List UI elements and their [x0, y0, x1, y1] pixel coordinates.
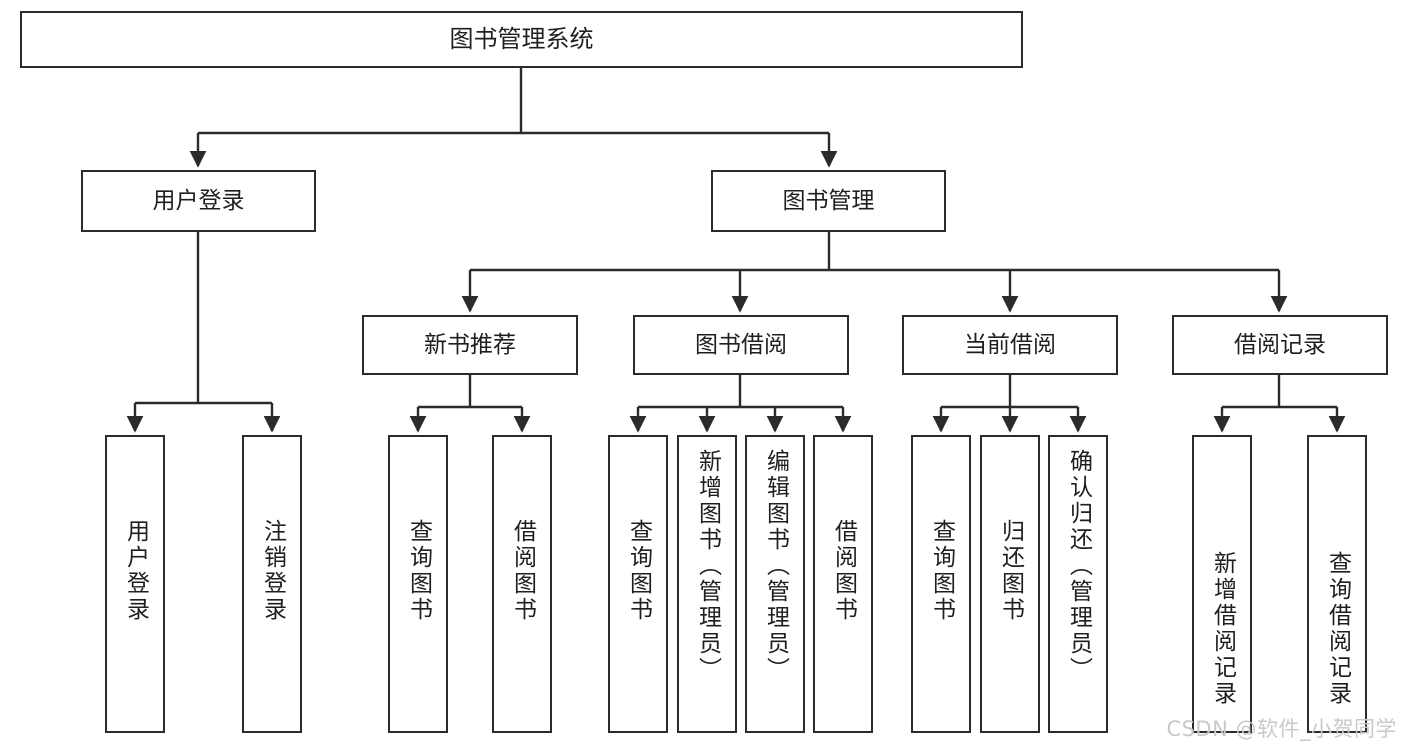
node-leaf-add-record[interactable]: 新增借阅记录 — [1192, 435, 1252, 733]
node-label: 图书管理 — [782, 187, 875, 214]
node-label: 借阅记录 — [1234, 331, 1326, 358]
node-book-borrow[interactable]: 图书借阅 — [633, 315, 849, 375]
node-label: 图书管理系统 — [449, 24, 594, 53]
node-leaf-user-login[interactable]: 用户登录 — [105, 435, 165, 733]
node-label: 图书借阅 — [695, 331, 787, 358]
node-leaf-return-book[interactable]: 归还图书 — [980, 435, 1040, 733]
node-current-borrow[interactable]: 当前借阅 — [902, 315, 1118, 375]
node-label: 借阅图书 — [830, 519, 857, 623]
node-leaf-add-book[interactable]: 新增图书（管理员） — [677, 435, 737, 733]
node-label: 用户登录 — [152, 187, 245, 214]
node-leaf-user-logout[interactable]: 注销登录 — [242, 435, 302, 733]
node-label: 编辑图书（管理员） — [762, 449, 789, 683]
node-leaf-borrow-book-2[interactable]: 借阅图书 — [813, 435, 873, 733]
node-label: 借阅图书 — [509, 519, 536, 623]
node-label: 新增图书（管理员） — [694, 449, 721, 683]
node-leaf-borrow-book-1[interactable]: 借阅图书 — [492, 435, 552, 733]
node-leaf-confirm-return[interactable]: 确认归还（管理员） — [1048, 435, 1108, 733]
node-label: 用户登录 — [122, 519, 149, 623]
watermark-text: CSDN @软件_小贺同学 — [1166, 717, 1397, 741]
node-leaf-query-book-3[interactable]: 查询图书 — [911, 435, 971, 733]
node-leaf-query-record[interactable]: 查询借阅记录 — [1307, 435, 1367, 733]
node-borrow-record[interactable]: 借阅记录 — [1172, 315, 1388, 375]
node-label: 新增借阅记录 — [1209, 551, 1236, 707]
node-label: 新书推荐 — [424, 331, 516, 358]
node-book-management-system[interactable]: 图书管理系统 — [20, 11, 1023, 68]
node-book-management[interactable]: 图书管理 — [711, 170, 946, 232]
node-label: 注销登录 — [259, 519, 286, 623]
node-label: 查询图书 — [928, 519, 955, 623]
node-leaf-edit-book[interactable]: 编辑图书（管理员） — [745, 435, 805, 733]
node-user-login[interactable]: 用户登录 — [81, 170, 316, 232]
node-label: 归还图书 — [997, 519, 1024, 623]
node-new-book-recommend[interactable]: 新书推荐 — [362, 315, 578, 375]
node-label: 查询图书 — [405, 519, 432, 623]
node-label: 当前借阅 — [964, 331, 1056, 358]
node-leaf-query-book-2[interactable]: 查询图书 — [608, 435, 668, 733]
node-label: 查询借阅记录 — [1324, 551, 1351, 707]
node-leaf-query-book-1[interactable]: 查询图书 — [388, 435, 448, 733]
node-label: 查询图书 — [625, 519, 652, 623]
node-label: 确认归还（管理员） — [1065, 449, 1092, 683]
